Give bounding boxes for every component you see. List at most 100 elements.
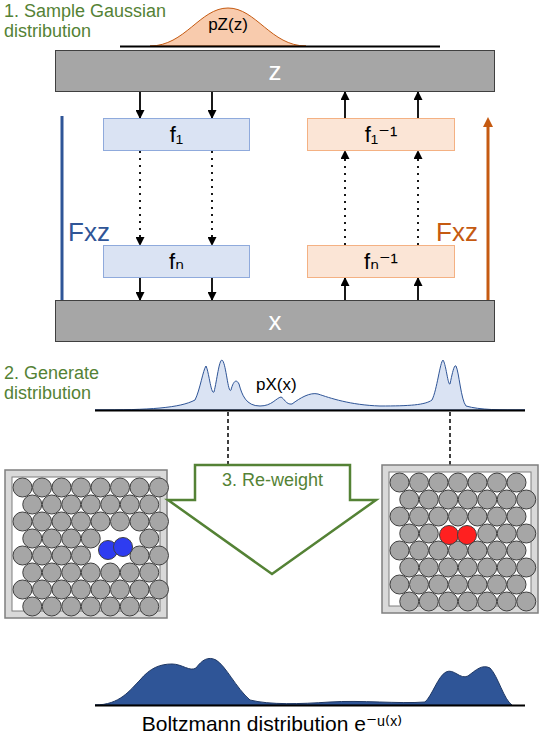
node-label: fₙ (169, 249, 184, 275)
particle (439, 592, 458, 611)
particle (13, 580, 32, 599)
leader-line (449, 412, 451, 465)
gaussian-curve (150, 8, 306, 46)
particle (400, 490, 419, 509)
dimer-particle (458, 526, 477, 545)
particle (62, 563, 81, 582)
particle (449, 575, 468, 594)
particle (150, 546, 169, 565)
particle (150, 512, 169, 531)
particle (497, 592, 516, 611)
step-label: 3. Re-weight (200, 471, 345, 491)
axis-line (95, 410, 525, 412)
flow-arrow (417, 278, 419, 300)
step-label: 2. Generate distribution (4, 364, 116, 404)
particle (497, 524, 516, 543)
particle (400, 592, 419, 611)
particle (101, 495, 120, 514)
particle (140, 529, 159, 548)
particle (23, 529, 42, 548)
generated-distribution (95, 360, 525, 410)
particle (52, 580, 71, 599)
particle (52, 512, 71, 531)
flow-layer: fₙ (103, 245, 250, 278)
particle (101, 563, 120, 582)
particle (478, 592, 497, 611)
particle (42, 563, 61, 582)
particle (410, 473, 429, 492)
reweight-arrow (168, 465, 376, 574)
particle (497, 490, 516, 509)
particle (91, 580, 110, 599)
boltzmann-distribution (95, 658, 512, 705)
flow-arrow (344, 92, 346, 118)
particle (111, 478, 130, 497)
particle (478, 524, 497, 543)
particle (517, 592, 536, 611)
particle (81, 597, 100, 616)
flow-layer: f₁ (103, 118, 250, 151)
particle (23, 563, 42, 582)
particle (478, 558, 497, 577)
inverse-flow-layer: f₁⁻¹ (307, 118, 455, 151)
flow-arrow (417, 92, 419, 118)
axis-line (120, 46, 440, 48)
particle (140, 597, 159, 616)
particle (91, 478, 110, 497)
particle (458, 592, 477, 611)
particle (468, 575, 487, 594)
distribution-label: pZ(z) (198, 16, 258, 35)
particle (390, 575, 409, 594)
particle (458, 490, 477, 509)
particle (33, 580, 52, 599)
particle (81, 495, 100, 514)
particle (517, 490, 536, 509)
particle (33, 512, 52, 531)
particle (449, 507, 468, 526)
particle (120, 597, 139, 616)
particle-box (382, 465, 538, 613)
axis-line (95, 705, 525, 707)
latent-band: z (55, 50, 495, 92)
particle (72, 546, 91, 565)
particle (72, 580, 91, 599)
particle (33, 546, 52, 565)
particle (429, 507, 448, 526)
particle (13, 512, 32, 531)
particle (23, 495, 42, 514)
inverse-flow-layer: fₙ⁻¹ (307, 245, 455, 278)
particle (42, 597, 61, 616)
particle (101, 597, 120, 616)
particle (111, 580, 130, 599)
particle (42, 529, 61, 548)
particle (130, 580, 149, 599)
transform-label: Fxz (436, 218, 486, 247)
particle (72, 478, 91, 497)
step-label: 1. Sample Gaussian distribution (4, 2, 174, 42)
node-label: f₁⁻¹ (365, 122, 397, 148)
flow-arrow (211, 92, 213, 118)
particle (130, 512, 149, 531)
distribution-label: Boltzmann distribution e⁻ᵘ⁽ˣ⁾ (40, 712, 504, 735)
particle (400, 558, 419, 577)
particle (468, 507, 487, 526)
particle (120, 563, 139, 582)
particle (390, 541, 409, 560)
dimer-particle (440, 526, 459, 545)
inverse-arrow (487, 122, 490, 326)
flow-arrow (211, 151, 213, 245)
particle-box (5, 470, 167, 618)
particle (497, 558, 516, 577)
node-label: x (269, 306, 282, 337)
particle (140, 563, 159, 582)
particle-box-inner (12, 477, 160, 611)
particle (468, 473, 487, 492)
particle (419, 490, 438, 509)
particle-box-inner (389, 472, 531, 606)
particle (419, 592, 438, 611)
particle (488, 507, 507, 526)
particle (81, 529, 100, 548)
particle (23, 597, 42, 616)
particle (419, 524, 438, 543)
particle (72, 512, 91, 531)
